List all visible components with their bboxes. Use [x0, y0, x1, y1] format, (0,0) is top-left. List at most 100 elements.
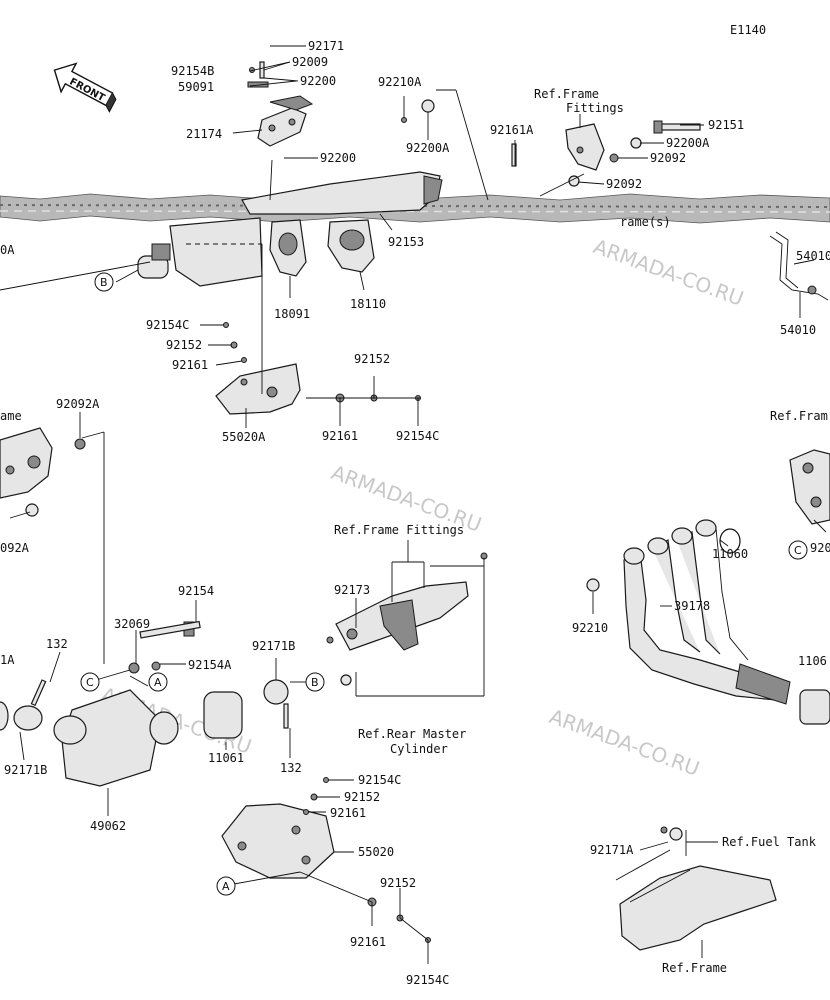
muffler-49062	[0, 620, 289, 787]
part-11061: 11061	[208, 751, 244, 765]
part-92154: 92154	[178, 584, 214, 598]
part-92173: 92173	[334, 583, 370, 597]
part-92210: 92210	[572, 621, 608, 635]
part-92171-top: 92171	[308, 39, 344, 53]
part-1106-right: 1106	[798, 654, 827, 668]
svg-text:C: C	[86, 676, 94, 689]
part-92092-b: 92092	[606, 177, 642, 191]
heat-shield-55020A	[215, 363, 301, 415]
fasteners-top	[247, 61, 642, 187]
part-92092-a: 92092	[650, 151, 686, 165]
part-59091: 59091	[178, 80, 214, 94]
part-92171B-b: 92171B	[252, 639, 295, 653]
part-092A-left: 092A	[0, 541, 30, 555]
part-92009: 92009	[292, 55, 328, 69]
part-92152-d: 92152	[380, 876, 416, 890]
bolt-92151	[653, 120, 701, 134]
svg-text:A: A	[222, 880, 230, 893]
ref-frame-top-partial: rame(s)	[620, 215, 671, 229]
watermark-top-right: ARMADA-CO.RU	[590, 234, 747, 311]
callout-c-right: C	[788, 540, 808, 560]
callout-a-mid: A	[148, 672, 168, 692]
callout-b-mid: B	[305, 672, 325, 692]
part-32069: 32069	[114, 617, 150, 631]
svg-text:B: B	[311, 676, 319, 689]
part-92154C-a: 92154C	[146, 318, 189, 332]
part-49062: 49062	[90, 819, 126, 833]
rubber-18110	[327, 219, 375, 273]
bracket-top-right	[565, 123, 605, 171]
part-92200-b: 92200	[320, 151, 356, 165]
front-arrow-icon: FRONT	[53, 62, 117, 113]
bracket-left-92092A	[0, 427, 86, 517]
ref-frame-right-partial: Ref.Fram	[770, 409, 828, 423]
heat-shield-55020	[221, 803, 335, 879]
part-92152-b: 92152	[354, 352, 390, 366]
ref-frame-fittings-top-line2: Fittings	[566, 101, 624, 115]
part-92210A: 92210A	[378, 75, 422, 89]
ref-rear-master-line1: Ref.Rear Master	[358, 727, 466, 741]
ref-frame-fittings-top-line1: Ref.Frame	[534, 87, 599, 101]
part-54010-b: 54010	[780, 323, 816, 337]
part-92161-c: 92161	[330, 806, 366, 820]
part-92152-c: 92152	[344, 790, 380, 804]
callout-b-top: B	[94, 272, 114, 292]
ref-frame-left-partial: ame	[0, 409, 22, 423]
diagram-code: E1140	[730, 23, 766, 37]
frame-bottom-right	[615, 826, 777, 951]
part-92153: 92153	[388, 235, 424, 249]
silencer-body-top	[137, 217, 263, 287]
part-18091: 18091	[274, 307, 310, 321]
part-0A-left: 0A	[0, 243, 15, 257]
part-92200A-right: 92200A	[666, 136, 710, 150]
part-92161A-top: 92161A	[490, 123, 534, 137]
part-92154C-d: 92154C	[406, 973, 449, 987]
part-92200-a: 92200	[300, 74, 336, 88]
ref-frame-bottom: Ref.Frame	[662, 961, 727, 975]
callout-c-left: C	[80, 672, 100, 692]
part-18110: 18110	[350, 297, 386, 311]
part-92151: 92151	[708, 118, 744, 132]
part-92171B-a: 92171B	[4, 763, 47, 777]
part-labels: 92171 92154B 92009 59091 92200 21174 922…	[0, 39, 830, 987]
bracket-54010	[769, 231, 829, 301]
rubber-18091	[269, 219, 307, 277]
part-55020: 55020	[358, 845, 394, 859]
guard-bar-92153	[241, 171, 443, 215]
svg-text:C: C	[794, 544, 802, 557]
watermark-lower-right: ARMADA-CO.RU	[546, 704, 703, 781]
part-132-b: 132	[280, 761, 302, 775]
part-92161-b: 92161	[322, 429, 358, 443]
leader-lines	[0, 45, 827, 964]
bracket-right-ref-frame	[789, 449, 830, 525]
svg-text:A: A	[154, 676, 162, 689]
watermarks: ARMADA-CO.RU ARMADA-CO.RU ARMADA-CO.RU A…	[98, 234, 747, 781]
part-92161-d: 92161	[350, 935, 386, 949]
ref-frame-fittings-mid: Ref.Frame Fittings	[334, 523, 464, 537]
bracket-92173	[326, 552, 488, 686]
part-11060: 11060	[712, 547, 748, 561]
part-21174: 21174	[186, 127, 222, 141]
ref-fuel-tank: Ref.Fuel Tank	[722, 835, 817, 849]
part-92161-a: 92161	[172, 358, 208, 372]
part-132-a: 132	[46, 637, 68, 651]
part-39178: 39178	[674, 599, 710, 613]
part-92154C-b: 92154C	[396, 429, 439, 443]
part-1A-left: 1A	[0, 653, 15, 667]
part-92092A-top: 92092A	[56, 397, 100, 411]
bracket-21174	[257, 95, 314, 147]
svg-text:B: B	[100, 276, 108, 289]
part-92154C-c: 92154C	[358, 773, 401, 787]
part-54010-a: 54010	[796, 249, 830, 263]
part-92152-a: 92152	[166, 338, 202, 352]
part-92154A: 92154A	[188, 658, 232, 672]
ref-rear-master-line2: Cylinder	[390, 742, 448, 756]
part-92171A: 92171A	[590, 843, 634, 857]
part-92200A-mid: 92200A	[406, 141, 450, 155]
callout-a-bottom: A	[216, 876, 236, 896]
part-920-right: 920	[810, 541, 830, 555]
part-55020A: 55020A	[222, 430, 266, 444]
part-92154B: 92154B	[171, 64, 214, 78]
